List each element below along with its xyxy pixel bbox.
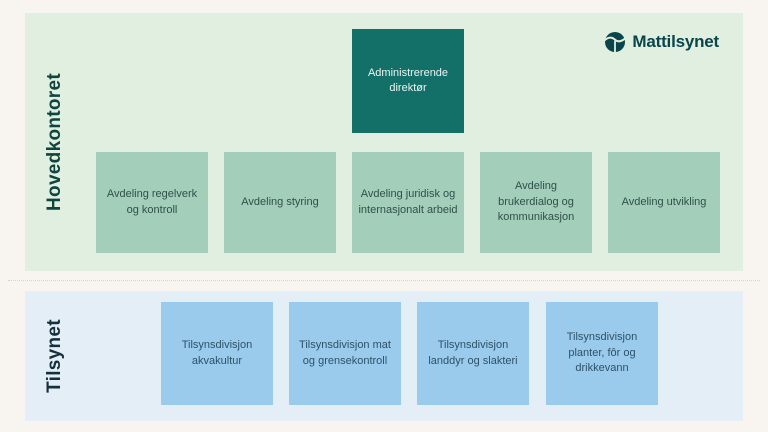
mattilsynet-logo-icon [605, 32, 626, 52]
mattilsynet-logo-text: Mattilsynet [632, 32, 719, 51]
org-box-avdeling-styring: Avdeling styring [224, 152, 336, 253]
mattilsynet-logo: Mattilsynet [605, 32, 719, 52]
org-box-administrerende-direktor: Administrerende direktør [352, 29, 464, 133]
org-box-label: Avdeling styring [241, 195, 319, 208]
org-box-tilsynsdivisjon-akvakultur: Tilsynsdivisjon akvakultur [161, 302, 273, 405]
org-box-avdeling-juridisk: Avdeling juridisk og internasjonalt arbe… [352, 152, 464, 253]
org-box-label: Avdeling juridisk og internasjonalt arbe… [358, 188, 458, 216]
org-box-label: Avdeling utvikling [621, 195, 707, 208]
org-box-tilsynsdivisjon-landdyr-og-slakteri: Tilsynsdivisjon landdyr og slakteri [417, 302, 529, 405]
org-box-label: Avdeling brukerdialog og kommunikasjon [497, 180, 575, 224]
org-box-tilsynsdivisjon-mat-og-grensekontroll: Tilsynsdivisjon mat og grensekontroll [289, 302, 401, 405]
org-box-label: Tilsynsdivisjon landdyr og slakteri [428, 339, 518, 367]
section-label-hovedkontoret: Hovedkontoret [44, 73, 65, 211]
section-hovedkontoret: Hovedkontoret Mattilsynet Administrerend… [25, 13, 743, 271]
org-box-label: Administrerende direktør [367, 66, 449, 94]
org-box-label: Tilsynsdivisjon akvakultur [181, 339, 253, 367]
org-box-label: Tilsynsdivisjon mat og grensekontroll [299, 339, 391, 367]
section-divider [8, 280, 760, 281]
org-box-avdeling-utvikling: Avdeling utvikling [608, 152, 720, 253]
org-box-label: Avdeling regelverk og kontroll [106, 188, 198, 216]
org-box-tilsynsdivisjon-planter-for-og-drikkevann: Tilsynsdivisjon planter, fôr og drikkeva… [546, 302, 658, 405]
org-box-avdeling-brukerdialog: Avdeling brukerdialog og kommunikasjon [480, 152, 592, 253]
section-label-tilsynet: Tilsynet [44, 319, 65, 393]
org-box-avdeling-regelverk-og-kontroll: Avdeling regelverk og kontroll [96, 152, 208, 253]
section-tilsynet: Tilsynet Tilsynsdivisjon akvakultur Tils… [25, 291, 743, 421]
org-box-label: Tilsynsdivisjon planter, fôr og drikkeva… [566, 331, 638, 375]
